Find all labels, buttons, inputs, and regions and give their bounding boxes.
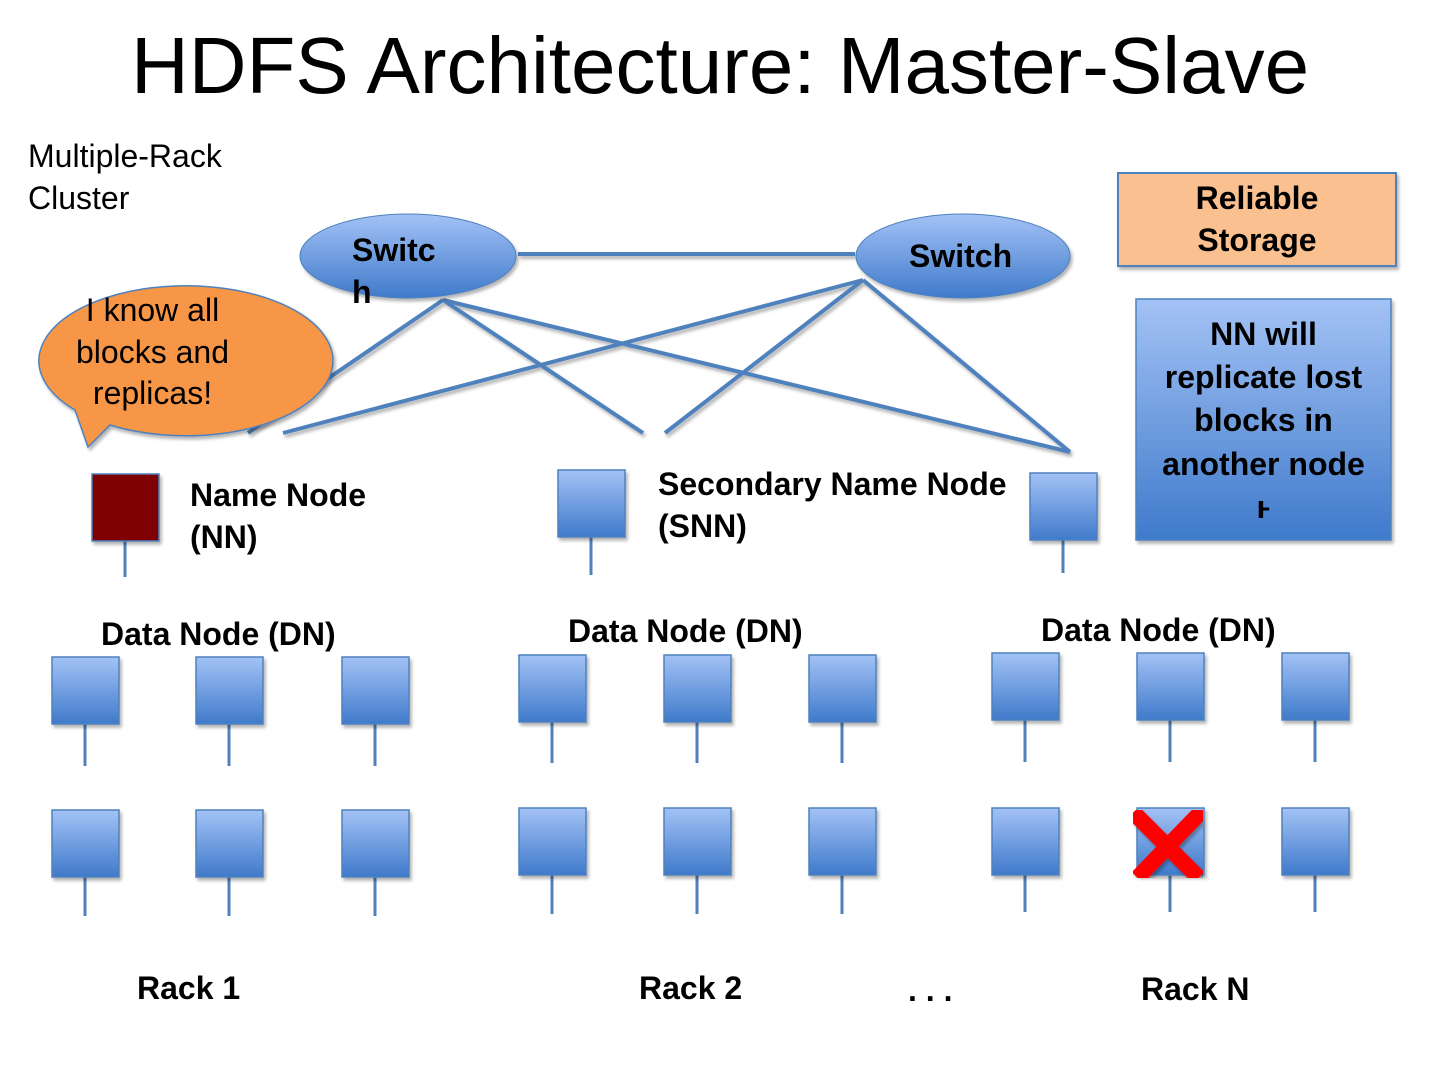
- page-title: HDFS Architecture: Master-Slave: [130, 21, 1310, 110]
- secondary-name-node: [557, 469, 626, 538]
- rack-n-top-node: [1029, 472, 1098, 541]
- secondary-name-node-label: Secondary Name Node (SNN): [658, 466, 1007, 544]
- data-node: [195, 809, 264, 878]
- data-node: [1281, 652, 1350, 721]
- switch-1-label: Switc h: [352, 232, 436, 310]
- switch-1: [299, 213, 517, 299]
- network-links: [246, 252, 1072, 454]
- switch-2-label: Switch: [909, 238, 1013, 274]
- data-node: [663, 807, 732, 876]
- data-node-label-rack-2: Data Node (DN): [568, 613, 803, 649]
- data-node: [991, 807, 1060, 876]
- speech-bubble: [38, 285, 334, 449]
- rack-2-label: Rack 2: [639, 970, 743, 1006]
- switch-2: [855, 213, 1071, 299]
- data-node-label-rack-n: Data Node (DN): [1041, 612, 1276, 648]
- rack-n-label: Rack N: [1141, 971, 1250, 1007]
- data-node: [808, 807, 877, 876]
- data-node: [195, 656, 264, 725]
- data-node: [991, 652, 1060, 721]
- data-node: [808, 654, 877, 723]
- data-node: [518, 807, 587, 876]
- racks: [33, 469, 1421, 918]
- cluster-label: Multiple-Rack Cluster: [28, 138, 222, 216]
- nn-note-box: [1135, 298, 1392, 541]
- data-node: [518, 654, 587, 723]
- rack-1-label: Rack 1: [137, 970, 241, 1006]
- name-node-label: Name Node (NN): [190, 477, 367, 555]
- data-node: [341, 809, 410, 878]
- data-node-label-rack-1: Data Node (DN): [101, 616, 336, 652]
- data-node: [1136, 652, 1205, 721]
- failed-node-x-icon: [1127, 804, 1209, 884]
- reliable-storage-box: [1117, 172, 1397, 267]
- data-node: [1281, 807, 1350, 876]
- data-node: [663, 654, 732, 723]
- name-node: [91, 473, 160, 542]
- data-node: [341, 656, 410, 725]
- data-node: [51, 656, 120, 725]
- nn-note-text: NN will replicate lost blocks in another…: [1162, 316, 1365, 525]
- data-node: [51, 809, 120, 878]
- bubble-text: I know all blocks and replicas!: [76, 292, 229, 412]
- ellipsis: . . .: [908, 972, 953, 1008]
- reliable-storage-text: Reliable Storage: [1195, 180, 1319, 258]
